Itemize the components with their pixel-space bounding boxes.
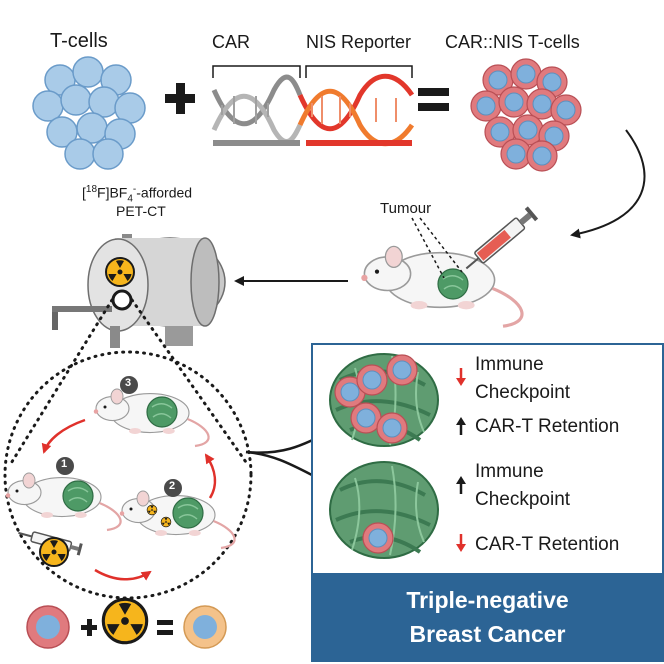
equals-icon-small (157, 620, 173, 635)
radiation-icon (39, 537, 69, 567)
pet-subscript: 4 (127, 193, 133, 205)
car-cell-icon (26, 605, 70, 649)
car-label: CAR (212, 32, 251, 52)
arrow-down-icon (456, 368, 466, 386)
pet-suffix: -afforded (136, 184, 193, 201)
workflow-mouse-2 (118, 489, 236, 550)
arrow-up-icon (456, 476, 466, 494)
zoom-line-left (8, 298, 114, 467)
bottom-checkpoint-label: Checkpoint (475, 489, 571, 510)
mouse-with-tumour (359, 217, 524, 328)
cycle-arrow-top (41, 418, 86, 454)
legend-equation (26, 597, 227, 649)
pet-element: F]BF (97, 184, 128, 201)
radiation-icon-large (101, 597, 149, 645)
tnbc-banner: Triple-negative Breast Cancer (312, 573, 663, 661)
tumour-label: Tumour (380, 200, 432, 217)
dna-icon (211, 73, 415, 147)
step-badge-3 (120, 376, 138, 394)
cycle-arrow-bottom (94, 568, 152, 581)
tumour-illustration-top (329, 353, 439, 447)
arrow-down-icon (456, 534, 466, 552)
step-3-label: 3 (125, 377, 132, 389)
workflow-mouse-3 (92, 387, 210, 448)
pet-ct-label: PET-CT (116, 203, 166, 219)
pet-charge: - (132, 184, 137, 195)
nis-reporter-label: NIS Reporter (306, 32, 412, 52)
plus-icon (165, 83, 195, 114)
top-immune-label: Immune (475, 354, 544, 375)
radiolabelled-cell-icon (183, 605, 227, 649)
banner-line-2: Breast Cancer (409, 621, 566, 647)
step-2-label: 2 (169, 480, 176, 492)
step-1-label: 1 (61, 458, 68, 470)
plus-icon-small (81, 619, 97, 636)
bottom-immune-label: Immune (475, 461, 544, 482)
syringe-icon (465, 206, 539, 270)
arrow-to-mouse (570, 129, 646, 239)
bottom-cart-retention-label: CAR-T Retention (475, 534, 620, 555)
banner-line-1: Triple-negative (406, 587, 569, 613)
tcell-cluster (32, 56, 146, 170)
tumour-illustration-bottom (329, 461, 439, 559)
nis-bracket (305, 65, 413, 78)
car-bracket (212, 65, 301, 78)
top-checkpoint-label: Checkpoint (475, 382, 571, 403)
equals-icon (418, 88, 449, 111)
step-badge-2 (164, 479, 182, 497)
arrow-up-icon (456, 417, 466, 435)
workflow-circle (3, 350, 253, 600)
cycle-arrow-right (204, 453, 217, 499)
step-badge-1 (56, 457, 74, 475)
car-nis-tcells-label: CAR::NIS T-cells (445, 32, 580, 52)
car-nis-tcell-cluster (470, 58, 582, 172)
pet-mass: 18 (85, 184, 98, 195)
workflow-mouse-1 (4, 471, 122, 532)
pet-tracer-label: [18F]BF4--afforded (82, 184, 193, 205)
pet-scanner-icon (52, 234, 226, 348)
zoom-line-right (130, 298, 250, 467)
tcells-label: T-cells (50, 30, 108, 52)
top-cart-retention-label: CAR-T Retention (475, 416, 620, 437)
